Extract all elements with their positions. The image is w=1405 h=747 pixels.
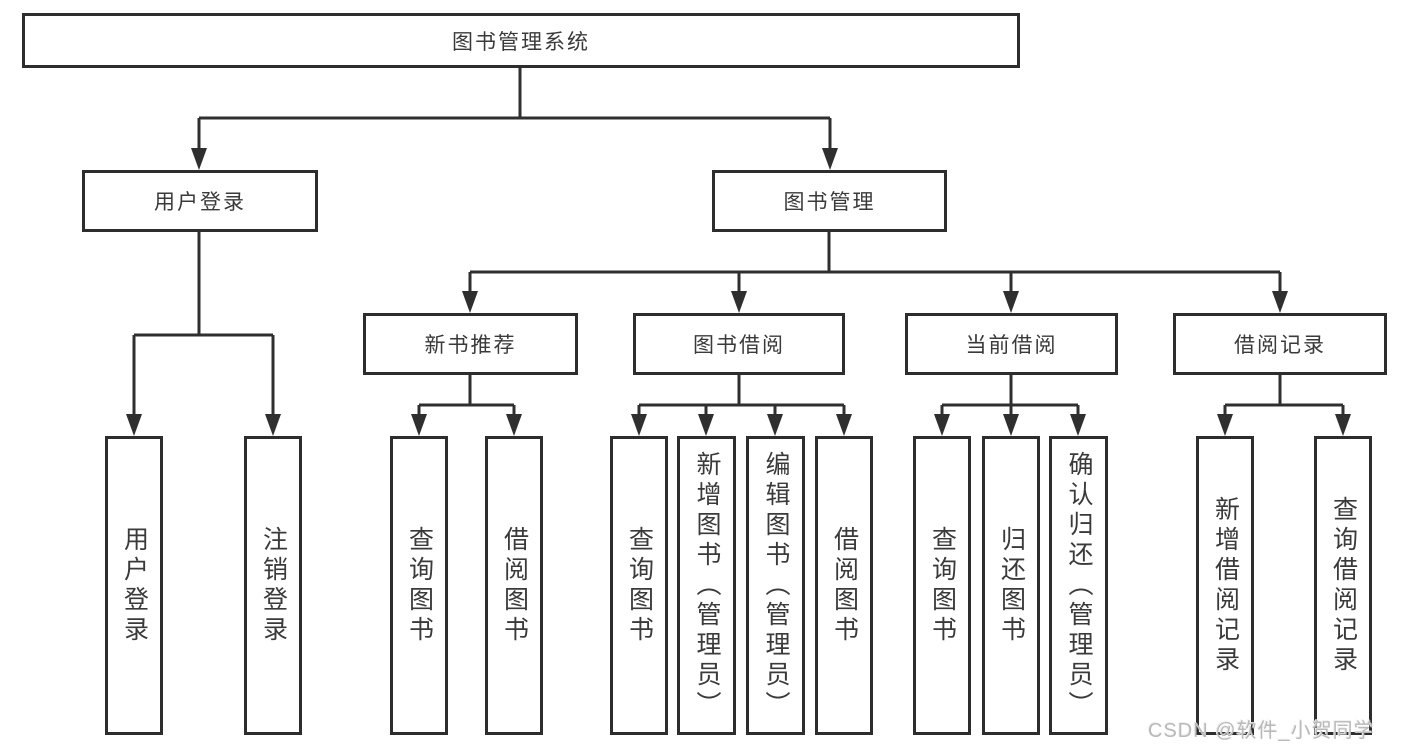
leaf-label: 新增借阅记录 [1211,495,1240,676]
leaf-user-login: 用户登录 [105,436,163,735]
leaf-return-book: 归还图书 [982,436,1040,735]
arrow-down-icon [1217,414,1233,436]
leaf-label: 查询借阅记录 [1329,495,1358,676]
connector-records-to-leaves [1223,375,1345,416]
branch-user-login: 用户登录 [82,170,318,232]
section-label: 图书借阅 [693,334,785,357]
arrow-down-icon [934,414,950,436]
leaf-query-books-current: 查询图书 [913,436,971,735]
node-root: 图书管理系统 [22,13,1020,68]
arrow-down-icon [1003,291,1019,313]
leaf-label: 新增图书（管理员） [693,450,721,721]
node-root-label: 图书管理系统 [452,30,590,54]
section-label: 当前借阅 [965,334,1058,357]
leaf-label: 编辑图书（管理员） [762,450,790,721]
arrow-down-icon [698,414,714,436]
arrow-down-icon [731,291,747,313]
arrow-down-icon [1335,414,1351,436]
connector-root-to-level2 [197,68,832,150]
arrowheads [126,148,1351,436]
section-borrowing-records: 借阅记录 [1173,313,1387,375]
arrow-down-icon [631,414,647,436]
leaf-label: 注销登录 [259,525,288,646]
leaf-label: 借阅图书 [500,525,529,646]
leaf-label: 查询图书 [928,525,957,646]
arrow-down-icon [1070,414,1086,436]
leaf-label: 查询图书 [405,525,434,646]
connector-borrowing-to-leaves [637,375,846,416]
arrow-down-icon [411,414,427,436]
arrow-down-icon [126,414,142,436]
leaf-label: 归还图书 [997,525,1026,646]
arrow-down-icon [822,148,838,170]
connector-recommend-to-leaves [417,375,516,416]
connector-user-login-to-leaves [132,232,275,416]
leaf-query-books-recommend: 查询图书 [390,436,448,735]
leaf-edit-book-admin: 编辑图书（管理员） [746,436,805,735]
leaf-label: 借阅图书 [830,525,859,646]
leaf-borrow-books-recommend: 借阅图书 [485,436,543,735]
section-book-borrowing: 图书借阅 [633,313,845,375]
leaf-add-book-admin: 新增图书（管理员） [677,436,736,735]
arrow-down-icon [1003,414,1019,436]
leaf-label: 查询图书 [625,525,654,646]
csdn-watermark: CSDN @软件_小贺同学 [1148,720,1375,742]
section-label: 新书推荐 [424,334,517,357]
leaf-query-borrow-record: 查询借阅记录 [1314,436,1372,735]
leaf-add-borrow-record: 新增借阅记录 [1196,436,1254,735]
arrow-down-icon [836,414,852,436]
leaf-label: 确认归还（管理员） [1065,450,1093,721]
arrow-down-icon [506,414,522,436]
connector-current-to-leaves [940,375,1080,416]
section-current-borrowing: 当前借阅 [905,313,1118,375]
arrow-down-icon [462,291,478,313]
connector-book-mgmt-to-sections [468,232,1282,293]
leaf-borrow-books-borrowing: 借阅图书 [815,436,873,735]
branch-book-management-label: 图书管理 [783,191,876,214]
branch-book-management: 图书管理 [712,170,947,232]
leaf-confirm-return-admin: 确认归还（管理员） [1049,436,1108,735]
arrow-down-icon [191,148,207,170]
branch-user-login-label: 用户登录 [154,191,246,214]
section-label: 借阅记录 [1234,334,1326,357]
arrow-down-icon [1272,291,1288,313]
section-new-book-recommendation: 新书推荐 [363,313,578,375]
arrow-down-icon [767,414,783,436]
leaf-logout: 注销登录 [244,436,302,735]
arrow-down-icon [265,414,281,436]
leaf-label: 用户登录 [120,525,149,646]
leaf-query-books-borrowing: 查询图书 [610,436,668,735]
